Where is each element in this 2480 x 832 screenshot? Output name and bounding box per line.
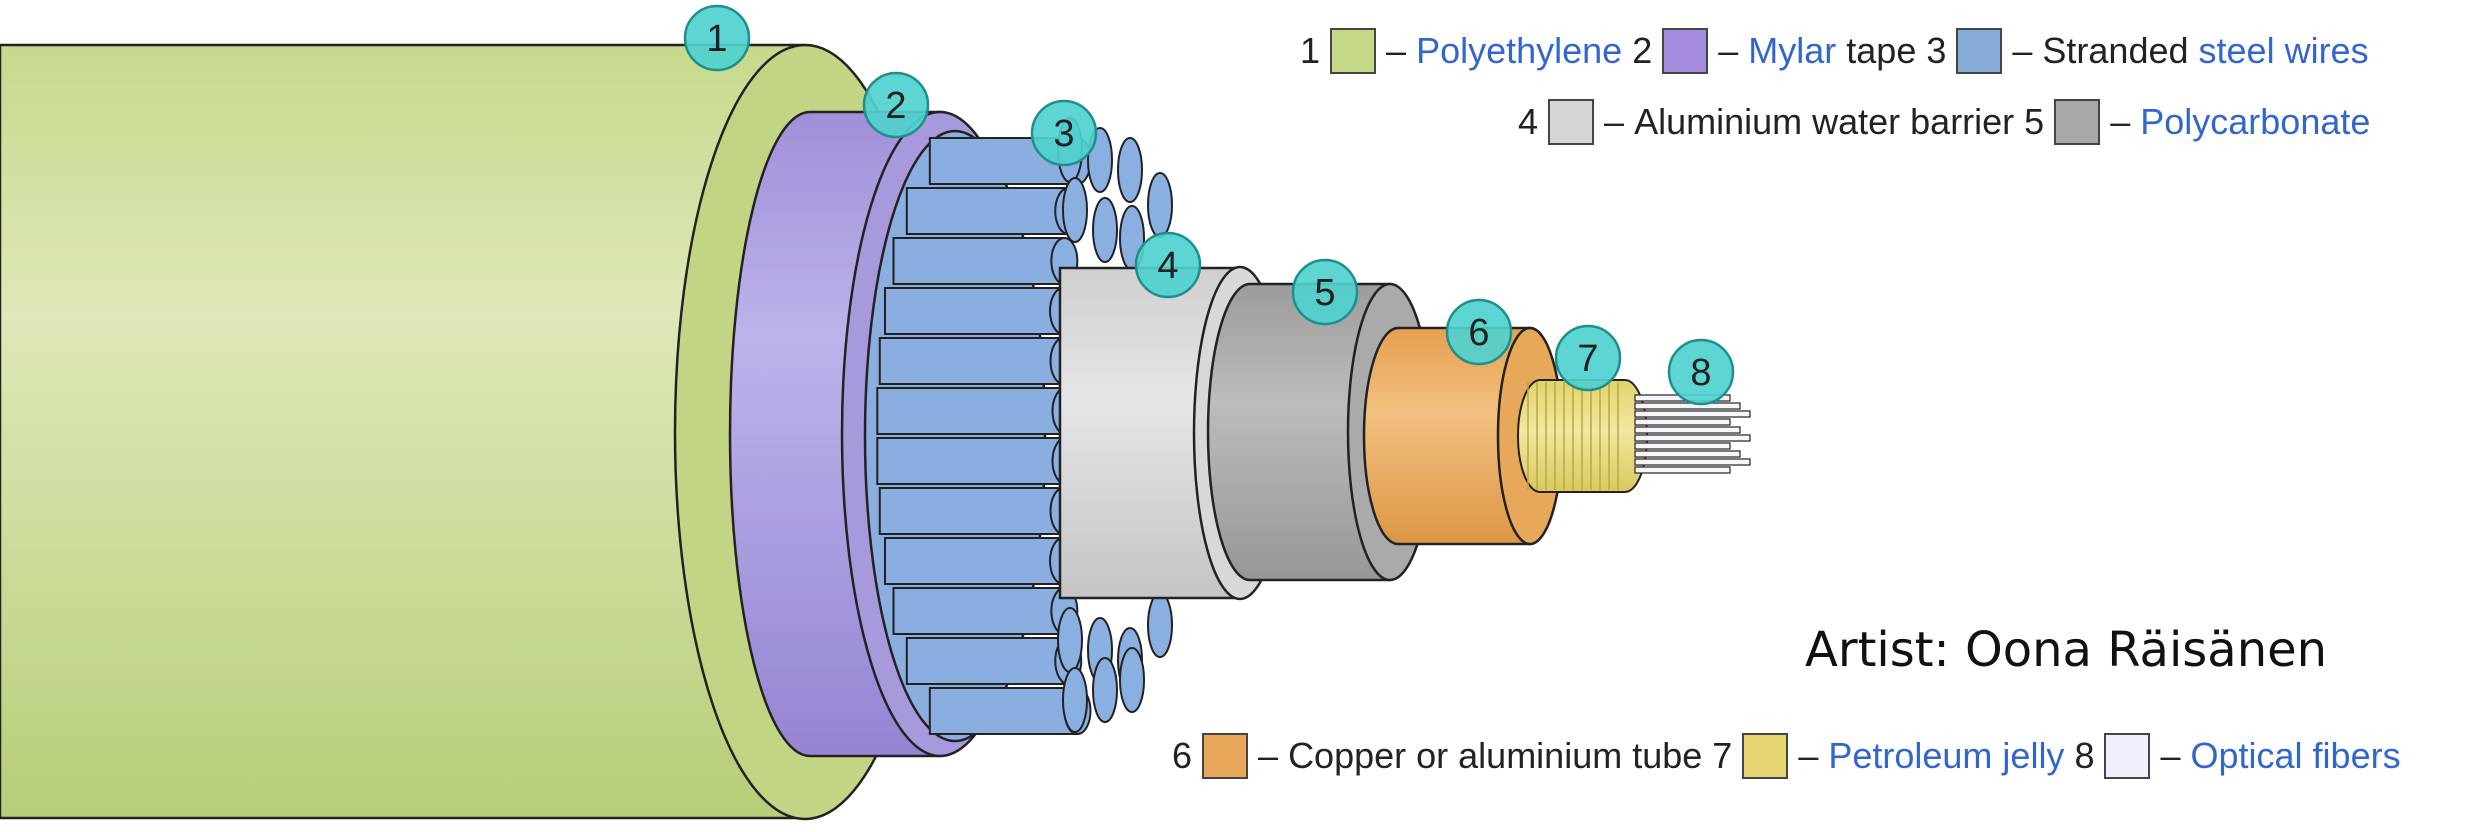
steel-wire-rod <box>878 337 1065 385</box>
marker-6-circle <box>1445 298 1513 366</box>
optical-fiber <box>1634 434 1751 442</box>
steel-wire-rod <box>884 537 1065 585</box>
steel-wire-rod <box>884 287 1065 335</box>
optical-fiber <box>1634 466 1731 474</box>
marker-1-circle <box>683 4 751 72</box>
optical-fiber <box>1634 458 1751 466</box>
petroleum-jelly-link[interactable]: Petroleum jelly <box>1828 735 2065 776</box>
legend-row-3: 6 – Copper or aluminium tube 7 – Petrole… <box>1172 733 2401 779</box>
legend-num-2: 2 <box>1632 30 1653 71</box>
marker-5-circle <box>1291 258 1359 326</box>
marker-6-label: 6 <box>1468 312 1489 354</box>
mylar-swatch <box>1662 28 1709 74</box>
steel-wire-end <box>1147 172 1173 238</box>
marker-8-circle <box>1667 338 1735 406</box>
marker-7-circle <box>1554 324 1622 392</box>
steel-wire-rod <box>876 387 1067 435</box>
polyethylene-link[interactable]: Polyethylene <box>1416 30 1623 71</box>
optical-fiber <box>1634 418 1731 426</box>
steel-wire-rod <box>876 437 1067 485</box>
marker-4-label: 4 <box>1157 245 1178 287</box>
jelly-swatch <box>1742 733 1789 779</box>
steel-wire-layer <box>863 117 1173 743</box>
legend-num-7: 7 <box>1712 735 1733 776</box>
steel-wire-end <box>1092 197 1118 263</box>
polycarbonate-swatch <box>2054 99 2101 145</box>
steel-wire-end <box>1092 657 1118 723</box>
optical-fiber <box>1634 410 1751 418</box>
steel-wire-rod <box>878 487 1065 535</box>
legend-num-8: 8 <box>2074 735 2095 776</box>
legend-text-4: Aluminium water barrier <box>1634 101 2015 142</box>
steel-wire-rod <box>928 687 1079 735</box>
steel-wire-end <box>1119 647 1145 713</box>
legend-text-2: tape <box>1836 30 1917 71</box>
legend-text-6: Copper or aluminium tube <box>1288 735 1703 776</box>
marker-3-label: 3 <box>1053 113 1074 155</box>
steel-wire-end <box>1147 592 1173 658</box>
steel-wire-rod <box>905 637 1070 685</box>
legend-num-1: 1 <box>1300 30 1321 71</box>
steel-wire-end <box>1117 137 1143 203</box>
marker-2-circle <box>862 71 930 139</box>
legend-row-1: 1 – Polyethylene 2 – Mylar tape 3 – Stra… <box>1300 28 2369 74</box>
steel-wire-rod <box>892 237 1066 285</box>
marker-2-label: 2 <box>885 85 906 127</box>
steel-wires-link[interactable]: steel wires <box>2198 30 2369 71</box>
petroleum-jelly-layer <box>1517 379 1648 493</box>
steel-wire-rod <box>905 187 1070 235</box>
copper-swatch <box>1202 733 1249 779</box>
aluminium-swatch <box>1548 99 1595 145</box>
layer-markers: 1 2 3 4 5 6 7 8 <box>683 4 1735 406</box>
legend-num-3: 3 <box>1926 30 1947 71</box>
legend-text-3: Stranded <box>2042 30 2199 71</box>
legend-row-2: 4 – Aluminium water barrier 5 – Polycarb… <box>1518 99 2370 145</box>
marker-1-label: 1 <box>706 18 727 60</box>
polycarbonate-link[interactable]: Polycarbonate <box>2140 101 2371 142</box>
steel-swatch <box>1956 28 2003 74</box>
artist-credit: Artist: Oona Räisänen <box>1805 622 2328 678</box>
mylar-link[interactable]: Mylar <box>1748 30 1837 71</box>
steel-wire-end <box>1057 607 1083 673</box>
marker-3-circle <box>1030 99 1098 167</box>
polyethylene-swatch <box>1330 28 1377 74</box>
optical-fiber <box>1634 450 1741 458</box>
optical-fiber <box>1634 402 1741 410</box>
legend-num-6: 6 <box>1172 735 1193 776</box>
steel-wire-end <box>1062 667 1088 733</box>
optical-fiber-bundle <box>1634 394 1751 474</box>
legend-num-5: 5 <box>2024 101 2045 142</box>
steel-wire-rod <box>892 587 1066 635</box>
marker-4-circle <box>1134 231 1202 299</box>
marker-5-label: 5 <box>1314 272 1335 314</box>
fiber-swatch <box>2104 733 2151 779</box>
marker-8-label: 8 <box>1690 352 1711 394</box>
marker-7-label: 7 <box>1577 338 1598 380</box>
optical-fibers-link[interactable]: Optical fibers <box>2190 735 2401 776</box>
steel-wire-end <box>1062 177 1088 243</box>
optical-fiber <box>1634 442 1731 450</box>
legend-num-4: 4 <box>1518 101 1539 142</box>
optical-fiber <box>1634 426 1741 434</box>
